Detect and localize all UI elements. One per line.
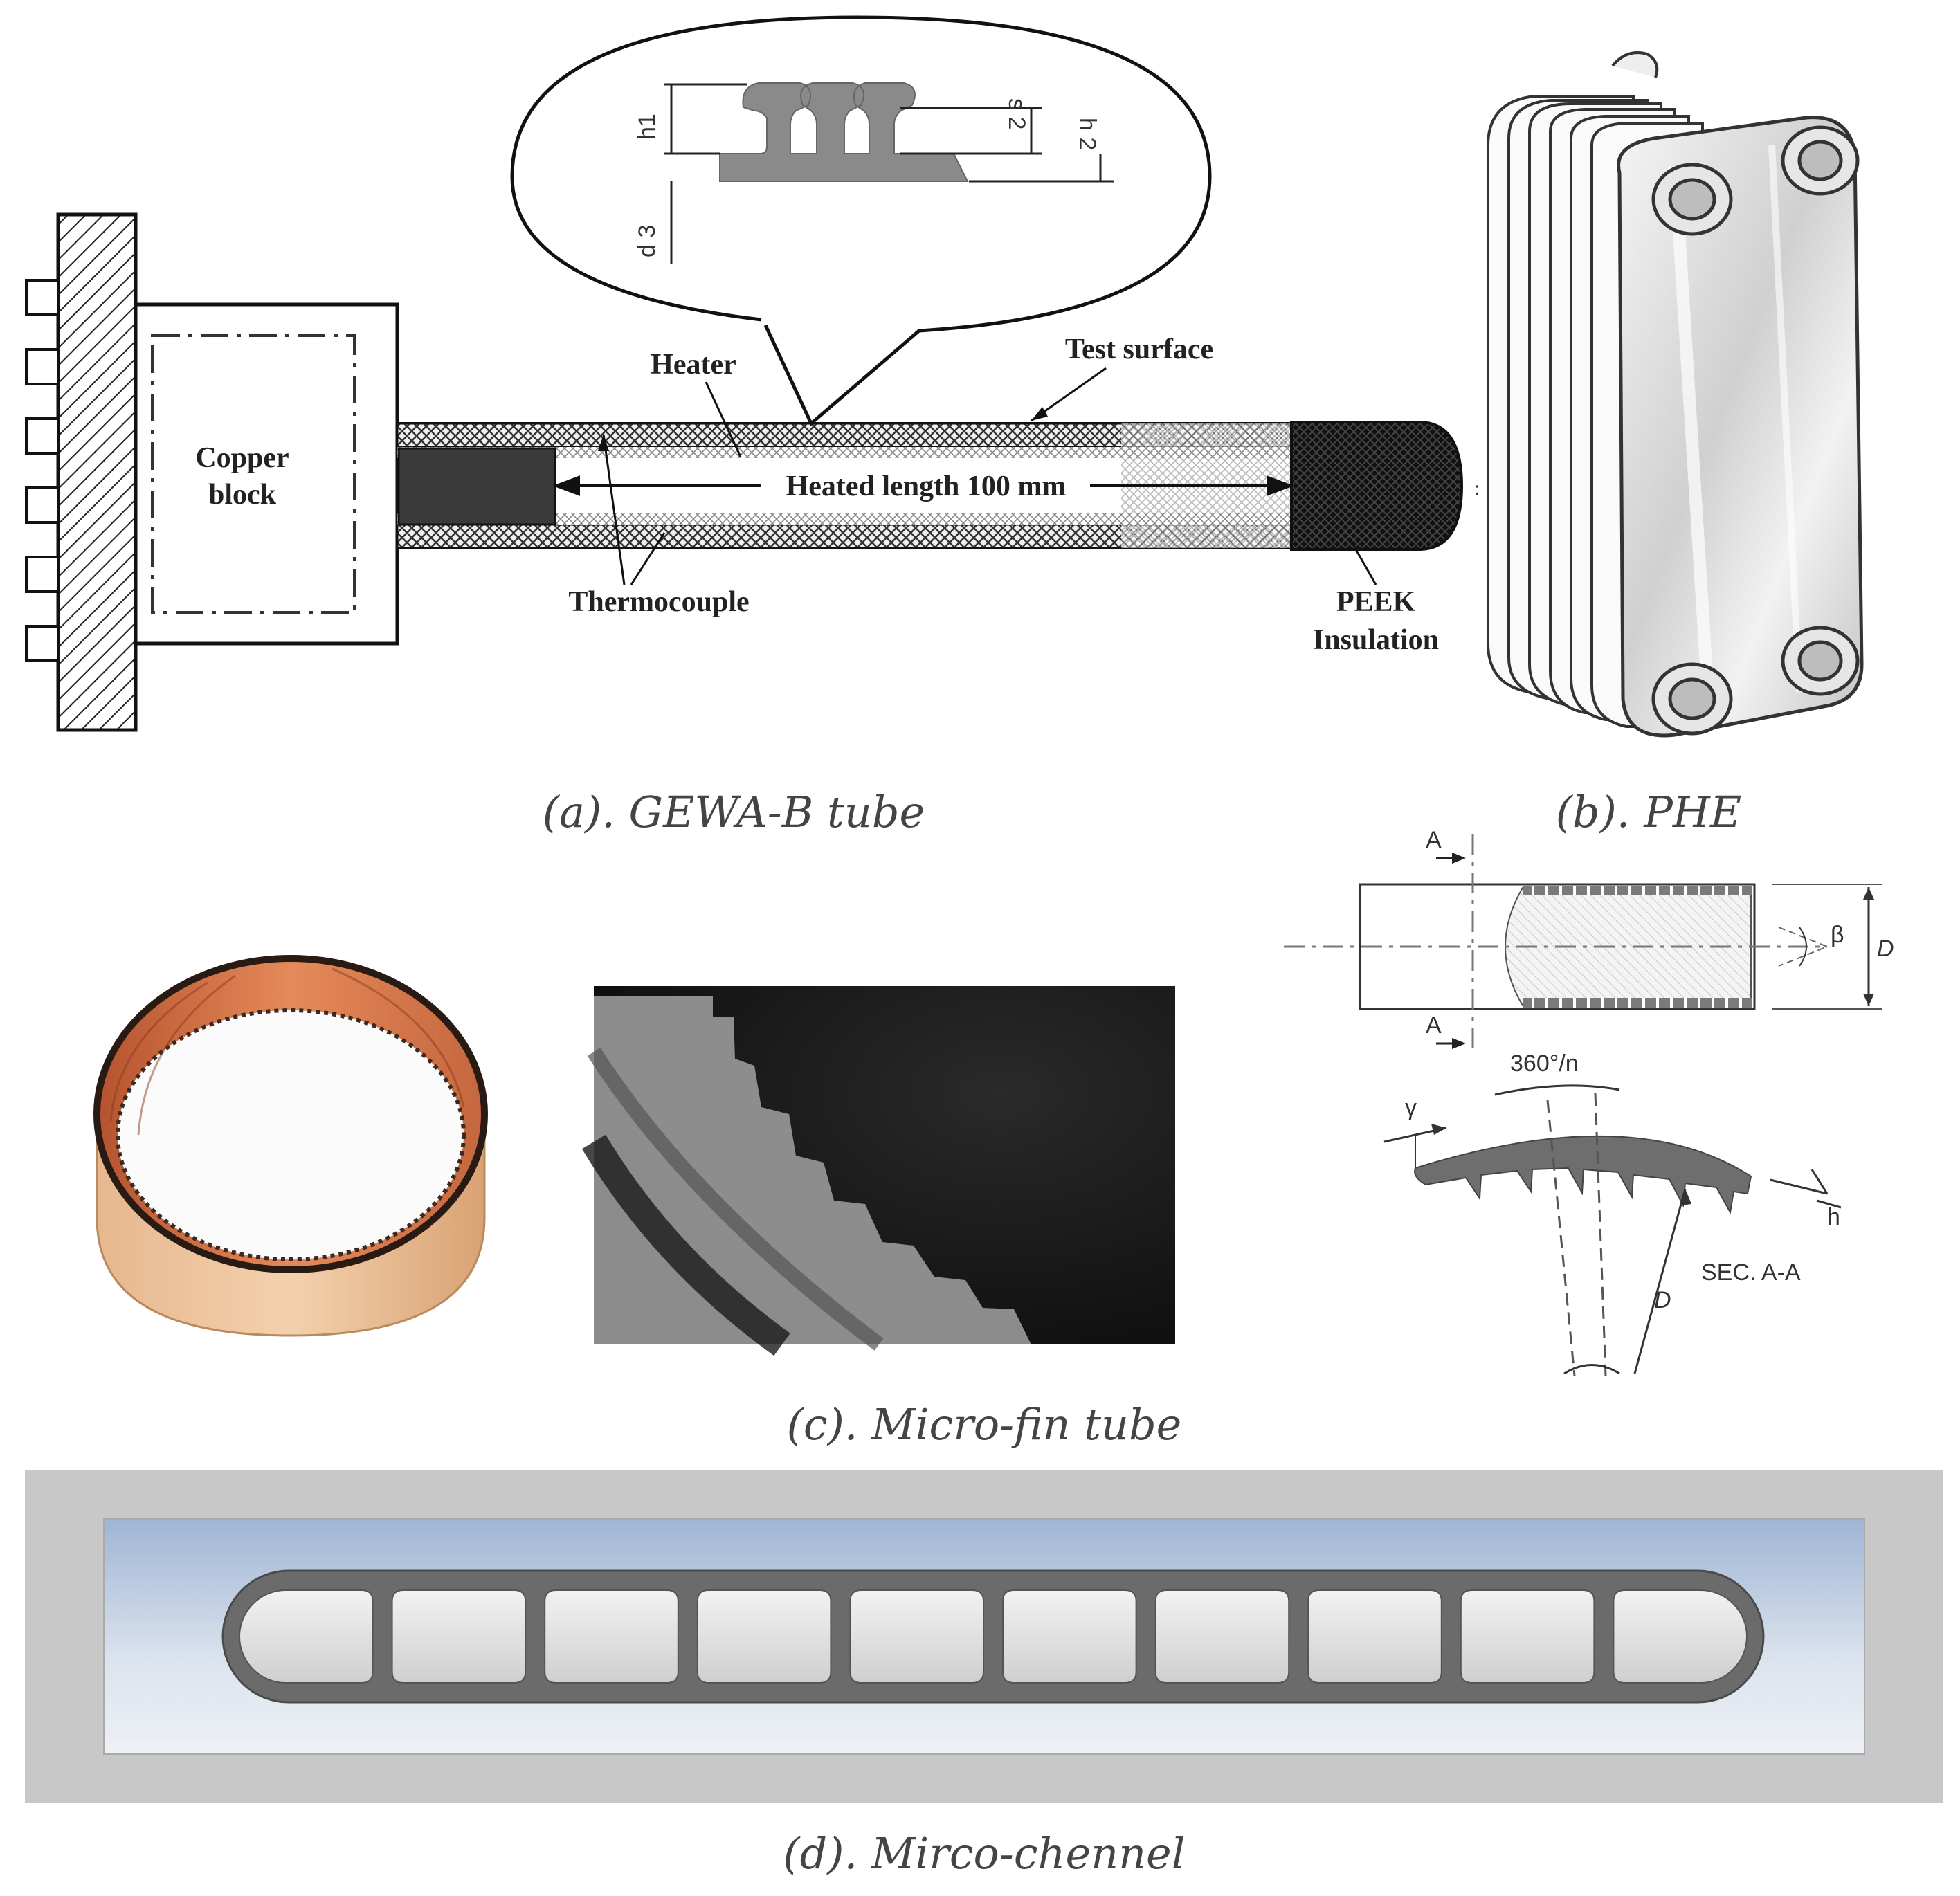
peek-insulation <box>1290 421 1464 551</box>
heater-core <box>397 447 556 526</box>
dim-h2: h 2 <box>1074 118 1100 150</box>
copper-block-label-line1: Copper <box>195 442 289 474</box>
caption-c: (c). Micro-fin tube <box>787 1399 1182 1450</box>
micro-channel-cells <box>239 1589 1748 1684</box>
dim-h1: h1 <box>634 113 660 140</box>
micro-channel-cell <box>239 1589 374 1684</box>
panel-gewa-b-tube: Copper block : Heated length 100 mm Heat… <box>25 15 1480 837</box>
micro-channel-cell <box>1154 1589 1290 1684</box>
height-label: h <box>1827 1204 1840 1230</box>
fin-teeth-cross-section <box>594 996 1031 1344</box>
fin-dimension-lines <box>664 83 1114 264</box>
micro-channel-cell <box>544 1589 679 1684</box>
dim-d3: d 3 <box>634 225 660 257</box>
copper-ring-photo <box>93 955 488 1337</box>
micro-channel-cell <box>1307 1589 1442 1684</box>
micro-channel-cell <box>849 1589 984 1684</box>
beta-label: β <box>1831 922 1844 948</box>
caption-b: (b). PHE <box>1556 787 1742 837</box>
thermocouple-label: Thermocouple <box>568 586 749 618</box>
phe-top-back-port <box>1611 51 1659 78</box>
section-label: SEC. A-A <box>1701 1259 1801 1286</box>
phe-ports <box>1651 125 1860 736</box>
copper-block <box>134 302 399 646</box>
heated-length-label: Heated length 100 mm <box>786 471 1067 502</box>
zoom-callout-bubble <box>510 15 1212 427</box>
diameter-label-top: D <box>1877 936 1894 962</box>
micro-fin-drawing <box>1284 834 1882 1376</box>
peek-label-line1: PEEK <box>1336 586 1416 618</box>
wall-pins <box>25 279 60 662</box>
caption-d: (d). Mirco-chennel <box>783 1828 1185 1879</box>
micro-fin-drawing-labels: A A β D 360°/n γ h SEC. A-A D <box>1405 827 1894 1313</box>
heater-label: Heater <box>651 349 736 381</box>
svg-text::: : <box>1474 477 1480 500</box>
diameter-label-bottom: D <box>1654 1287 1671 1313</box>
copper-block-label-line2: block <box>208 479 277 511</box>
micro-channel-cell <box>696 1589 832 1684</box>
panel-micro-channel: (d). Mirco-chennel <box>25 1470 1943 1879</box>
peek-label-line2: Insulation <box>1313 624 1439 656</box>
micro-channel-cell <box>1460 1589 1595 1684</box>
angle-label: 360°/n <box>1510 1050 1579 1077</box>
copper-block-inner-outline <box>151 334 356 614</box>
panel-micro-fin-tube: A A β D 360°/n γ h SEC. A-A D (c). Micro… <box>93 827 1894 1450</box>
heated-length-arrow <box>552 475 1294 496</box>
mounting-wall <box>56 212 138 732</box>
section-a-top-label: A <box>1426 827 1442 853</box>
panel-plate-heat-exchanger: (b). PHE <box>1487 51 1864 837</box>
fin-section-arc <box>1414 1135 1752 1214</box>
test-surface-label: Test surface <box>1065 334 1213 365</box>
gamma-label: γ <box>1405 1095 1417 1121</box>
caption-a: (a). GEWA-B tube <box>543 787 925 837</box>
sem-micrograph <box>581 986 1175 1356</box>
micro-channel-cell <box>1613 1589 1748 1684</box>
micro-channel-cell <box>1002 1589 1137 1684</box>
micro-channel-cell <box>391 1589 527 1684</box>
section-a-bottom-label: A <box>1426 1012 1442 1039</box>
dim-s2: s 2 <box>1004 98 1030 129</box>
